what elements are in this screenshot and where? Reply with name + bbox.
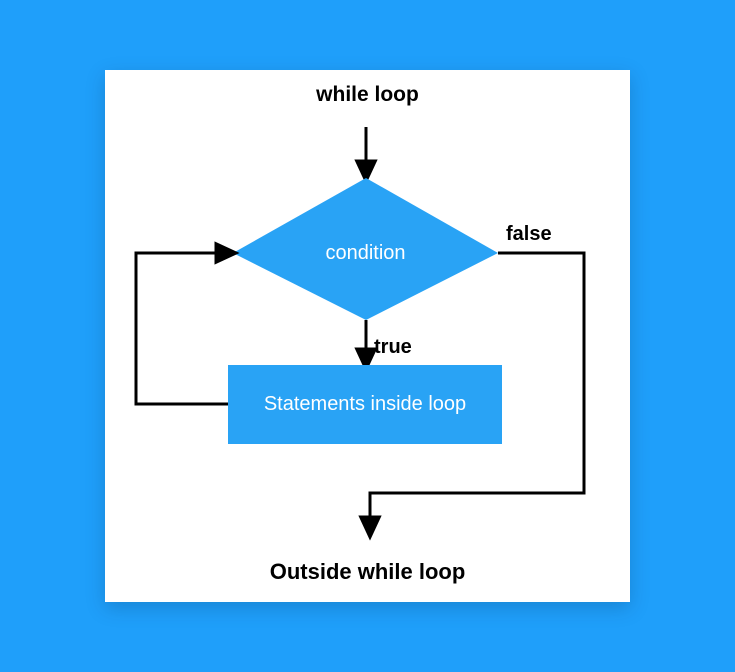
condition-node-label: condition [325, 242, 406, 264]
outside-loop-label: Outside while loop [269, 559, 466, 584]
edge-label-true: true [374, 336, 412, 358]
diagram-card [105, 70, 630, 602]
page-title: while loop [316, 83, 419, 106]
statements-node-label: Statements inside loop [263, 393, 467, 415]
edge-label-false: false [506, 223, 552, 245]
